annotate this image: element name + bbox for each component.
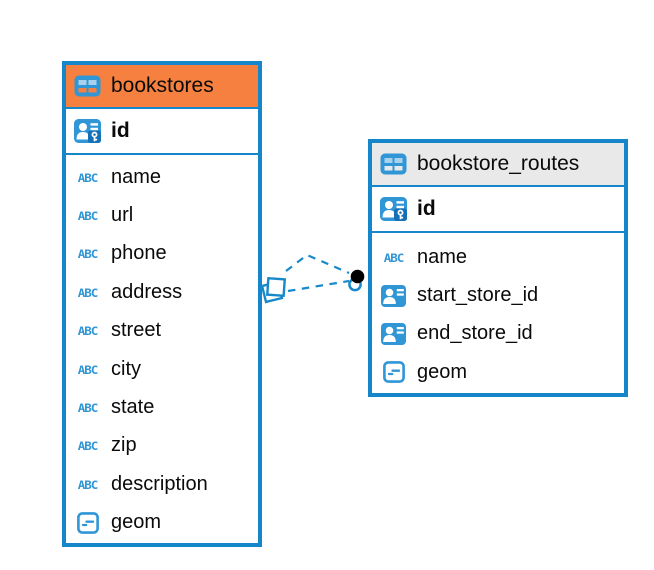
column-label: geom	[111, 511, 162, 534]
column-row[interactable]: ABC address	[66, 273, 258, 311]
table-icon	[73, 75, 102, 97]
column-label: name	[111, 165, 162, 188]
column-label: zip	[111, 434, 137, 457]
table-bookstore-routes-columns: ABC name start_store_id	[372, 233, 624, 393]
column-row[interactable]: ABC name	[372, 238, 624, 276]
column-label: phone	[111, 242, 167, 265]
column-label: geom	[417, 360, 468, 383]
column-label: end_store_id	[417, 322, 533, 345]
column-row[interactable]: ABC phone	[66, 235, 258, 273]
column-row[interactable]: ABC street	[66, 312, 258, 350]
column-label: city	[111, 357, 141, 380]
column-label-pk: id	[417, 197, 436, 220]
column-label-pk: id	[111, 119, 130, 142]
column-row[interactable]: ABC city	[66, 350, 258, 388]
column-row-pk[interactable]: id	[372, 187, 624, 233]
column-label: description	[111, 472, 208, 495]
column-row[interactable]: ABC state	[66, 388, 258, 426]
column-label: state	[111, 396, 155, 419]
primary-key-icon	[379, 197, 408, 221]
column-label: street	[111, 319, 162, 342]
table-bookstores-columns: ABC name ABC url ABC phone ABC address A…	[66, 155, 258, 543]
foreign-key-icon	[379, 322, 408, 345]
column-label: start_store_id	[417, 284, 539, 307]
geometry-column-icon	[379, 361, 408, 384]
column-label: url	[111, 204, 134, 227]
text-column-icon: ABC	[77, 400, 99, 415]
text-column-icon: ABC	[77, 285, 99, 300]
text-column-icon: ABC	[77, 170, 99, 185]
table-bookstores-header[interactable]: bookstores	[66, 65, 258, 109]
table-title: bookstore_routes	[417, 152, 580, 175]
table-title: bookstores	[111, 74, 214, 97]
table-icon	[379, 153, 408, 175]
column-row[interactable]: ABC name	[66, 158, 258, 196]
table-bookstore-routes-header[interactable]: bookstore_routes	[372, 143, 624, 187]
column-row[interactable]: end_store_id	[372, 315, 624, 353]
table-bookstores[interactable]: bookstores id ABC	[62, 61, 262, 547]
column-row[interactable]: ABC description	[66, 465, 258, 503]
text-column-icon: ABC	[77, 438, 99, 454]
table-bookstore-routes[interactable]: bookstore_routes id ABC	[368, 139, 628, 397]
column-label: address	[111, 280, 183, 303]
text-column-icon: ABC	[77, 362, 99, 377]
text-column-icon: ABC	[383, 250, 405, 265]
text-column-icon: ABC	[77, 246, 99, 262]
relation-diamond-icon[interactable]	[260, 276, 287, 304]
geometry-column-icon	[73, 511, 102, 534]
primary-key-icon	[73, 119, 102, 143]
column-row[interactable]: ABC zip	[66, 427, 258, 465]
text-column-icon: ABC	[77, 477, 99, 492]
text-column-icon: ABC	[77, 323, 99, 338]
column-label: name	[417, 245, 468, 268]
relation-line[interactable]	[287, 279, 350, 293]
column-row[interactable]: ABC url	[66, 196, 258, 234]
text-column-icon: ABC	[77, 208, 99, 223]
column-row[interactable]: geom	[372, 353, 624, 391]
foreign-key-icon	[379, 284, 408, 307]
column-row[interactable]: start_store_id	[372, 276, 624, 314]
column-row[interactable]: geom	[66, 504, 258, 542]
relation-line[interactable]	[285, 253, 350, 275]
relation-dot-icon[interactable]	[348, 269, 365, 292]
column-row-pk[interactable]: id	[66, 109, 258, 155]
